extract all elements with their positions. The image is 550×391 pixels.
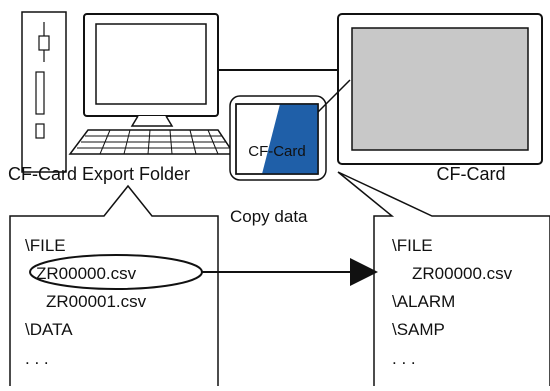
right-folder-line-2: ZR00000.csv	[412, 264, 513, 283]
right-folder-line-3: \ALARM	[392, 292, 455, 311]
cf-card-label: CF-Card	[436, 164, 505, 184]
pc-tower-icon	[21, 11, 67, 173]
right-folder-callout	[337, 171, 550, 386]
left-folder-line-2: ZR00000.csv	[36, 264, 137, 283]
pc-folder-label: CF-Card Export Folder	[8, 164, 190, 184]
keyboard-icon	[68, 129, 236, 155]
monitor-icon	[83, 13, 219, 127]
cf-card-chip-label: CF-Card	[248, 143, 306, 160]
left-folder-callout	[9, 184, 219, 386]
display-unit-icon	[337, 13, 543, 165]
left-folder-line-5: . . .	[25, 349, 49, 368]
left-folder-line-3: ZR00001.csv	[46, 292, 147, 311]
copy-data-label: Copy data	[230, 207, 308, 226]
left-folder-line-1: \FILE	[25, 236, 66, 255]
right-folder-line-1: \FILE	[392, 236, 433, 255]
left-folder-line-4: \DATA	[25, 320, 73, 339]
right-folder-line-5: . . .	[392, 349, 416, 368]
cf-card-icon	[235, 103, 319, 175]
right-folder-line-4: \SAMP	[392, 320, 445, 339]
